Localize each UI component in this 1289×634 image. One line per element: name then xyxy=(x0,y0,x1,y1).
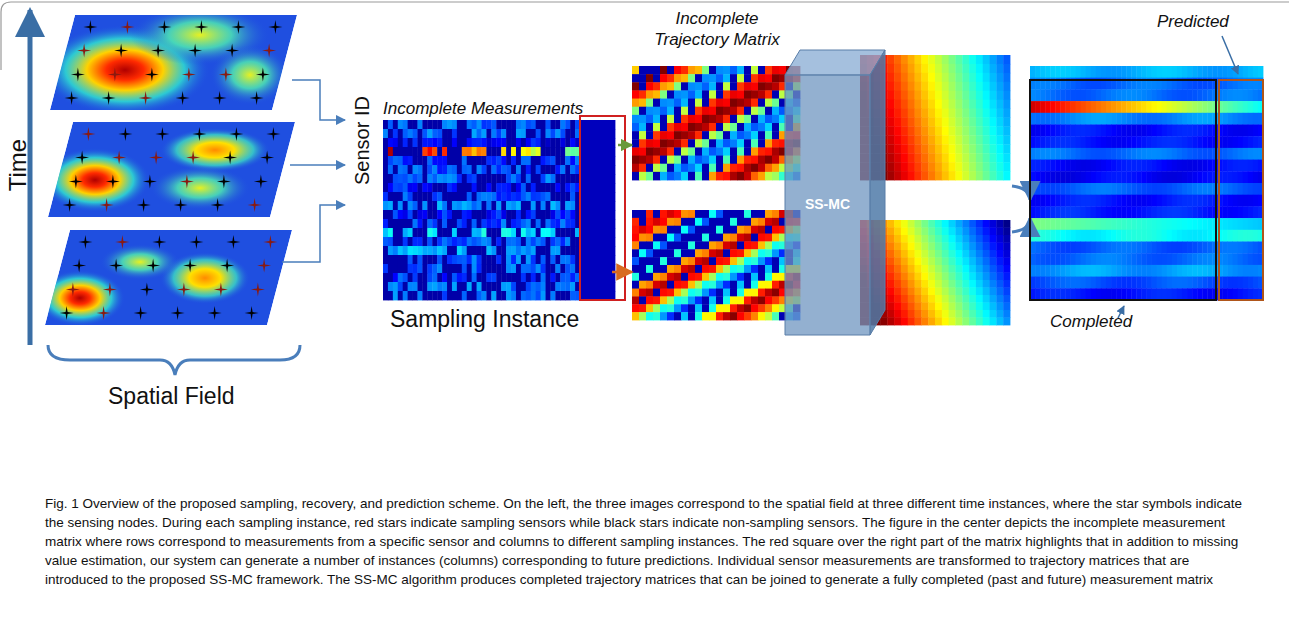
matrix-heading: Incomplete Trajectory Matrix xyxy=(647,8,787,51)
trajectory-matrix: Incomplete Trajectory Matrix xyxy=(632,8,802,180)
frame-line xyxy=(1,2,1289,70)
figure-caption: Fig. 1 Overview of the proposed sampling… xyxy=(45,494,1245,589)
callout-label: Completed xyxy=(1050,312,1132,332)
predicted-frame xyxy=(1219,80,1263,300)
group-label: Spatial Field xyxy=(108,383,235,410)
join-arrows xyxy=(1012,186,1030,232)
axis-label: Time xyxy=(4,139,32,191)
process-box: SS-MC xyxy=(785,75,870,335)
callout-label: Predicted xyxy=(1157,12,1229,32)
brace xyxy=(48,345,300,375)
flow-arrow xyxy=(618,144,632,147)
spatial-fields xyxy=(35,5,297,326)
completed-frame xyxy=(1030,80,1216,300)
process-label: SS-MC xyxy=(805,196,850,214)
orange-arrow xyxy=(612,271,632,274)
axis-label: Sampling Instance xyxy=(390,306,579,333)
ss-mc-box xyxy=(785,50,885,335)
axis-label: Sensor ID xyxy=(351,96,374,185)
field-arrows xyxy=(282,80,345,262)
matrix-heading: Incomplete Measurements xyxy=(383,98,615,119)
predicted-leader xyxy=(1222,36,1238,74)
measurement-matrix: Incomplete Measurements xyxy=(383,98,615,303)
